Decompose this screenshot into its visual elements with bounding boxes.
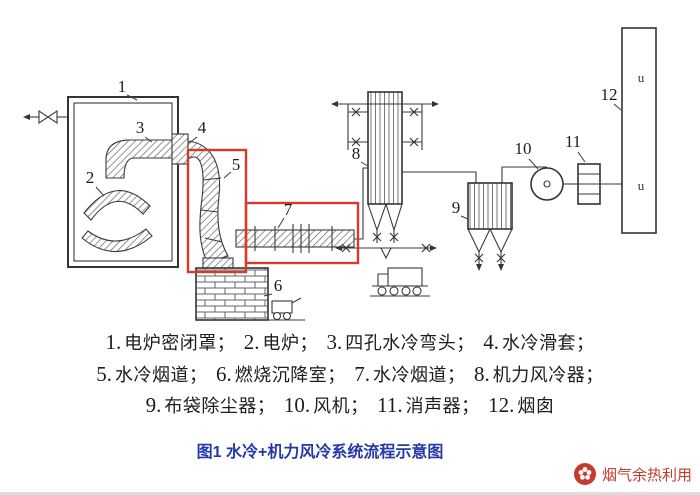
legend-item-label: 机力风冷器； xyxy=(492,364,604,385)
legend-item-label: 消声器； xyxy=(405,396,480,416)
legend-item-number: 10. xyxy=(283,393,311,417)
legend-item: 10.风机； xyxy=(283,393,369,417)
part-label-11: 11 xyxy=(565,132,581,151)
silencer xyxy=(577,163,622,205)
legend-item-number: 3. xyxy=(326,330,343,354)
legend-item: 6.燃烧沉降室； xyxy=(216,361,346,386)
legend-item: 1.电炉密闭罩； xyxy=(105,330,236,354)
legend-item-label: 水冷烟道； xyxy=(373,364,466,385)
legend-item: 7.水冷烟道； xyxy=(354,361,466,386)
legend-item: 11.消声器； xyxy=(377,393,480,417)
figure-caption: 图1 水冷+机力风冷系统流程示意图 xyxy=(196,443,444,461)
part-label-5: 5 xyxy=(232,155,241,174)
relief-valve xyxy=(23,109,68,125)
legend-row-2: 5.水冷烟道； 6.燃烧沉降室； 7.水冷烟道； 8.机力风冷器； xyxy=(0,359,700,391)
legend-item-number: 6. xyxy=(216,361,232,386)
legend-item-number: 5. xyxy=(96,361,112,386)
part-label-4: 4 xyxy=(198,118,207,137)
legend-item-number: 2. xyxy=(243,330,260,354)
part-label-9: 9 xyxy=(452,198,461,217)
dust-truck xyxy=(370,267,430,297)
legend-item-number: 12. xyxy=(488,393,515,417)
leader-lines xyxy=(95,94,622,297)
cooler-to-filter-pipe xyxy=(402,171,477,183)
legend-item-label: 燃烧沉降室； xyxy=(234,364,346,385)
part-labels: 1 2 3 4 5 6 7 8 9 10 11 12 xyxy=(86,77,618,295)
part-label-1: 1 xyxy=(118,77,127,96)
legend-item-label: 水冷烟道； xyxy=(115,364,208,385)
legend-item-number: 9. xyxy=(145,393,162,417)
part-label-6: 6 xyxy=(274,276,283,295)
watermark-text: 烟气余热利用 xyxy=(601,466,692,484)
electric-furnace xyxy=(81,190,153,253)
legend-item: 3.四孔水冷弯头； xyxy=(326,330,475,354)
legend: 1.电炉密闭罩； 2.电炉； 3.四孔水冷弯头； 4.水冷滑套； 5.水冷烟道；… xyxy=(0,327,700,422)
legend-item-number: 4. xyxy=(483,330,499,354)
legend-item-number: 1. xyxy=(105,330,122,354)
slag-cart xyxy=(268,297,305,321)
part-label-8: 8 xyxy=(352,144,361,163)
legend-item: 12.烟囱 xyxy=(488,393,555,417)
legend-item-label: 四孔水冷弯头； xyxy=(345,333,475,353)
part-label-2: 2 xyxy=(86,168,95,187)
highlight-box-flue7 xyxy=(244,201,360,265)
air-cooler xyxy=(331,91,439,260)
legend-item-label: 布袋除尘器； xyxy=(164,396,276,416)
legend-item-number: 8. xyxy=(474,361,490,386)
legend-item: 5.水冷烟道； xyxy=(96,361,208,386)
legend-item-number: 7. xyxy=(354,361,370,386)
legend-item-label: 烟囱 xyxy=(517,396,555,416)
watermark: 烟气余热利用 xyxy=(573,462,692,486)
chimney: u u xyxy=(621,27,657,234)
chimney-damper-mark: u xyxy=(638,70,645,85)
legend-item: 9.布袋除尘器； xyxy=(145,393,276,417)
legend-item-label: 风机； xyxy=(313,396,369,416)
part-label-10: 10 xyxy=(515,139,532,158)
legend-item-label: 水冷滑套； xyxy=(502,333,595,353)
legend-item-number: 11. xyxy=(377,393,403,417)
part-label-12: 12 xyxy=(601,85,618,104)
legend-row-1: 1.电炉密闭罩； 2.电炉； 3.四孔水冷弯头； 4.水冷滑套； xyxy=(0,327,700,359)
flow-diagram: u u 1 2 3 4 5 6 7 xyxy=(23,27,657,321)
water-cooled-flue-horizontal xyxy=(235,224,355,253)
legend-item: 4.水冷滑套； xyxy=(483,330,595,354)
part-label-7: 7 xyxy=(284,200,293,219)
water-cooled-flue-vertical xyxy=(187,140,229,263)
legend-item: 2.电炉； xyxy=(243,330,318,354)
part-label-3: 3 xyxy=(136,118,145,137)
legend-item-label: 电炉； xyxy=(262,333,318,353)
water-cooled-sleeve xyxy=(171,133,189,165)
settling-chamber xyxy=(195,257,269,321)
filter-to-fan-pipe xyxy=(501,166,547,183)
legend-item: 8.机力风冷器； xyxy=(474,361,604,386)
bag-filter xyxy=(467,182,513,271)
fan xyxy=(530,167,578,201)
watermark-logo-icon xyxy=(573,463,596,485)
chimney-damper-mark: u xyxy=(638,178,645,193)
legend-row-3: 9.布袋除尘器； 10.风机； 11.消声器； 12.烟囱 xyxy=(0,390,700,422)
legend-item-label: 电炉密闭罩； xyxy=(124,333,236,353)
